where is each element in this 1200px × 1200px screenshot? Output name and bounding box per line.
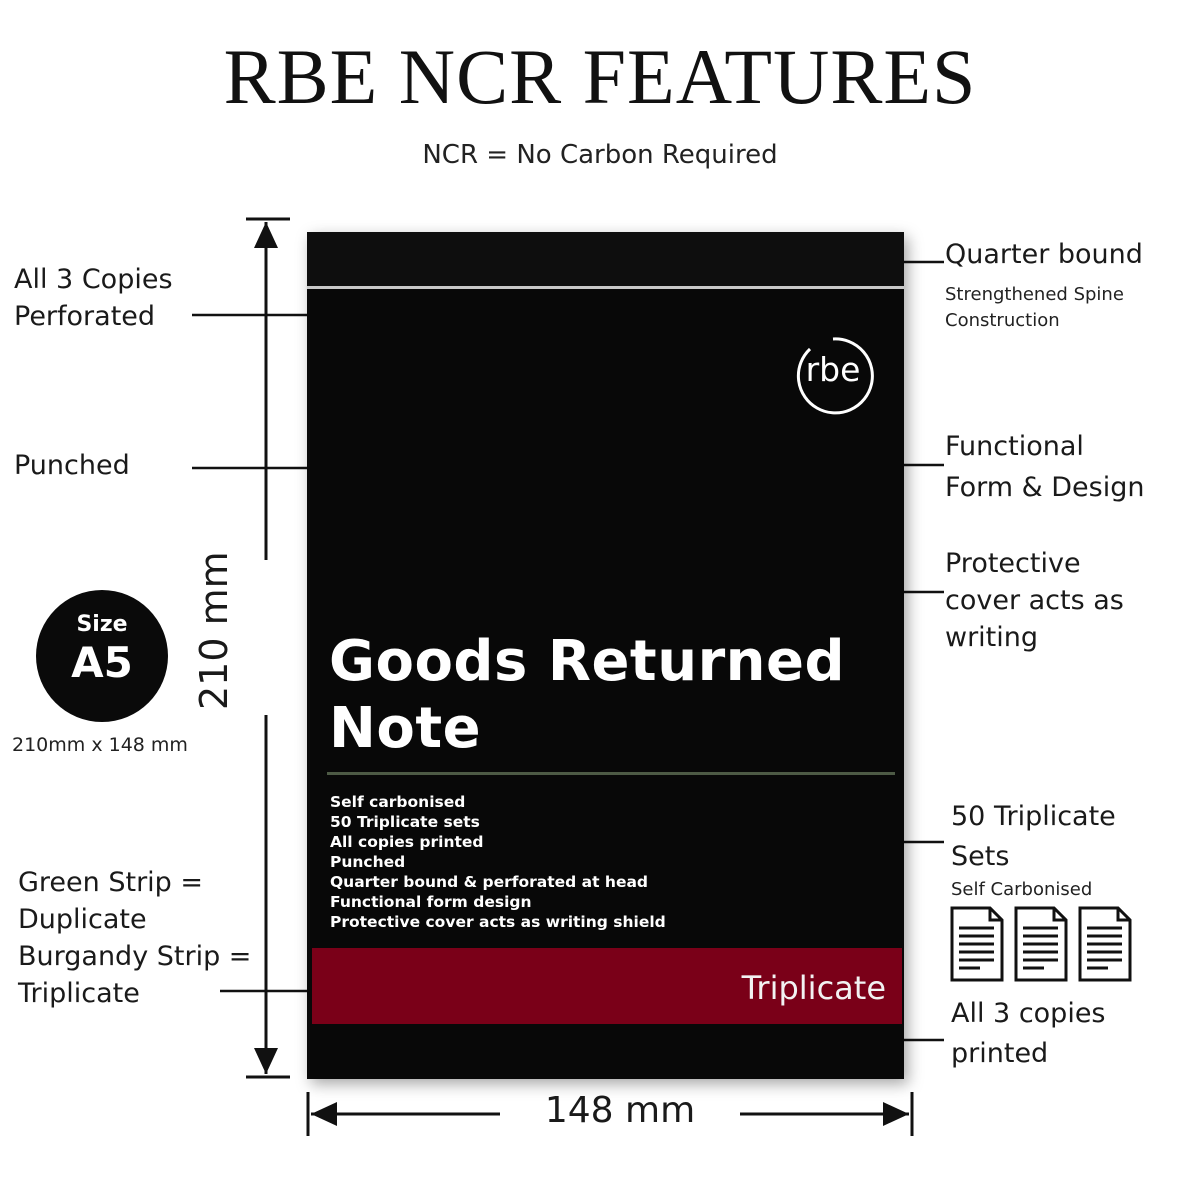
list-item: Self carbonised bbox=[330, 793, 466, 811]
document-icon bbox=[950, 906, 1004, 982]
rbe-logo-text: rbe bbox=[805, 350, 861, 389]
list-item: Quarter bound & perforated at head bbox=[330, 873, 649, 891]
size-badge-word: Size bbox=[76, 612, 128, 637]
triplicate-sets-label: 50 Triplicate Sets bbox=[951, 801, 1116, 872]
page-title: RBE NCR FEATURES bbox=[223, 33, 977, 120]
page-subtitle: NCR = No Carbon Required bbox=[422, 140, 778, 170]
quarter-bound-label: Quarter bound bbox=[945, 239, 1143, 270]
protective-label: Protective cover acts as writing bbox=[945, 548, 1124, 653]
size-dimensions: 210mm x 148 mm bbox=[12, 734, 188, 756]
product-cover: rbe Goods Returned Note Self carbonised … bbox=[307, 232, 904, 1079]
document-icon bbox=[1014, 906, 1068, 982]
quarter-bound-sublabel: Strengthened Spine Construction bbox=[945, 284, 1124, 331]
rbe-logo bbox=[796, 337, 874, 415]
triplicate-strip: Triplicate bbox=[312, 948, 902, 1024]
size-badge-value: A5 bbox=[71, 638, 133, 687]
cover-feature-list: Self carbonised 50 Triplicate sets All c… bbox=[330, 792, 890, 932]
triplicate-strip-label: Triplicate bbox=[741, 969, 886, 1007]
document-icon bbox=[1078, 906, 1132, 982]
list-item: 50 Triplicate sets bbox=[330, 813, 480, 831]
quarter-bound-spine bbox=[307, 232, 904, 286]
list-item: Functional form design bbox=[330, 893, 532, 911]
cover-title: Goods Returned Note bbox=[329, 629, 846, 761]
copies-printed-label: All 3 copies printed bbox=[951, 998, 1106, 1069]
perforated-label: All 3 Copies Perforated bbox=[14, 264, 173, 332]
self-carbonised-label: Self Carbonised bbox=[951, 879, 1093, 900]
size-badge: Size A5 bbox=[36, 590, 168, 722]
cover-divider bbox=[327, 772, 895, 775]
height-dimension-text: 210 mm bbox=[192, 551, 236, 710]
punched-label: Punched bbox=[14, 450, 130, 481]
strip-legend: Green Strip = Duplicate Burgandy Strip =… bbox=[18, 867, 252, 1009]
list-item: All copies printed bbox=[330, 833, 484, 851]
list-item: Protective cover acts as writing shield bbox=[330, 913, 666, 931]
document-icons bbox=[950, 906, 1132, 982]
perforation-line bbox=[307, 286, 904, 289]
list-item: Punched bbox=[330, 853, 406, 871]
width-dimension: 148 mm bbox=[500, 1090, 740, 1131]
height-dimension: 210 mm bbox=[192, 551, 242, 710]
functional-label: Functional Form & Design bbox=[945, 431, 1145, 503]
